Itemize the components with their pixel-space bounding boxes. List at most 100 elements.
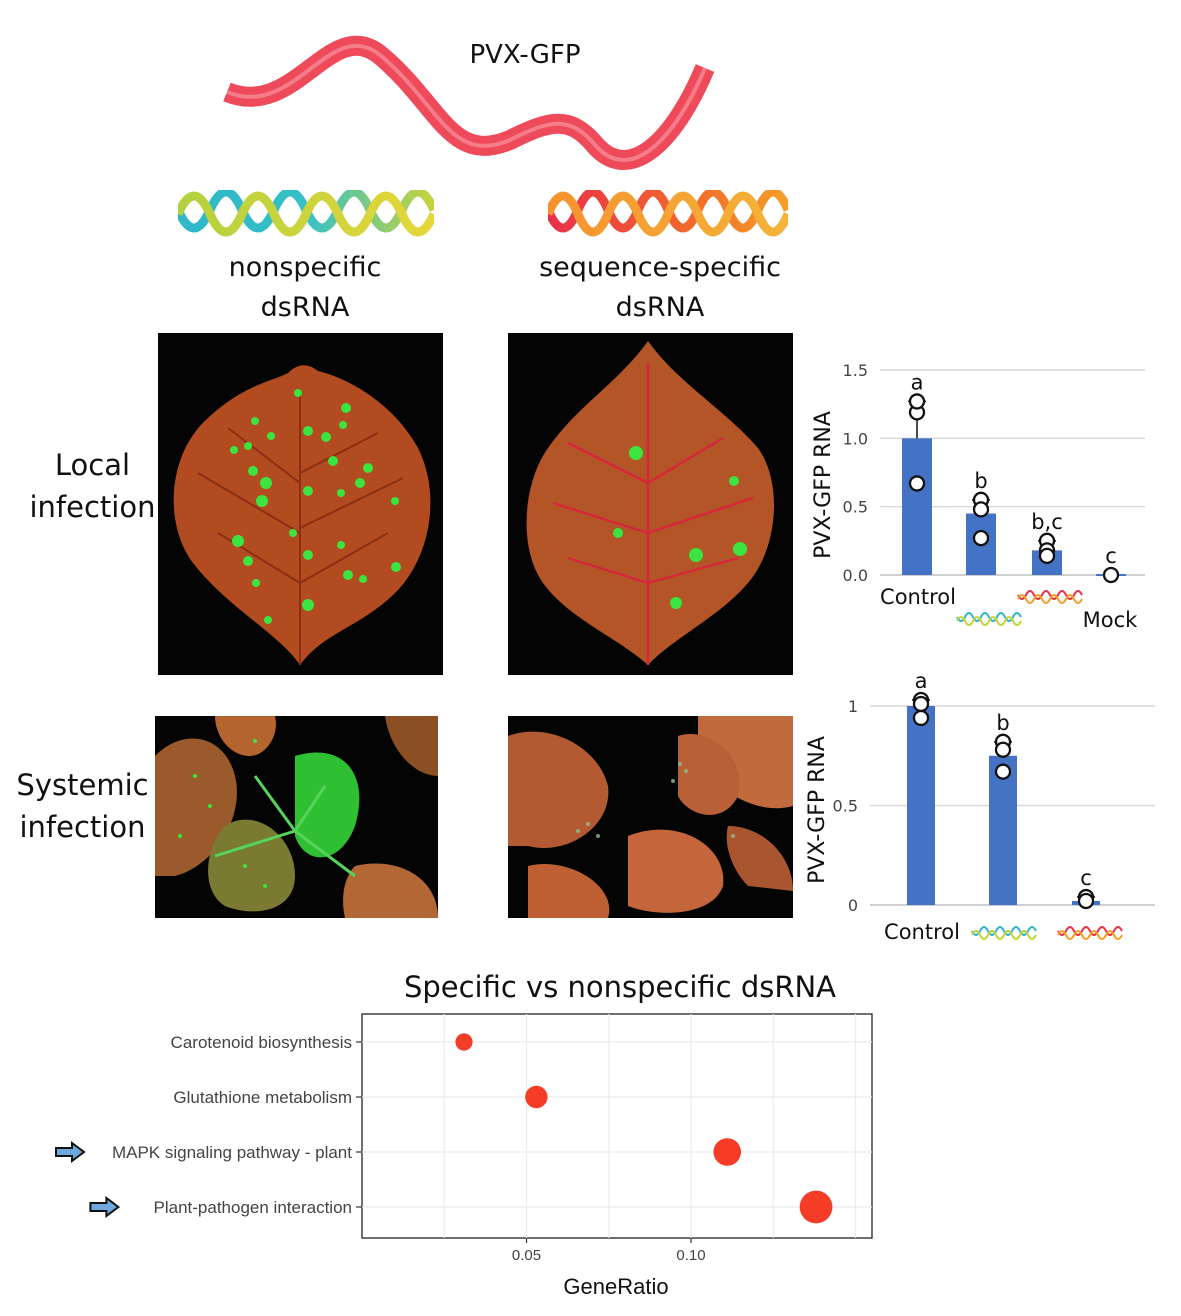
replicate-point bbox=[994, 763, 1012, 780]
significance-letter: a bbox=[911, 370, 924, 394]
bar bbox=[989, 755, 1017, 905]
pvx-gfp-rna-strand bbox=[223, 35, 715, 170]
x-tick-specific-dsrna-icon bbox=[1017, 590, 1083, 604]
virus-label: PVX-GFP bbox=[469, 40, 581, 70]
pathway-label: Glutathione metabolism bbox=[173, 1088, 352, 1107]
leaf bbox=[678, 734, 740, 815]
x-tick-label: Control bbox=[880, 585, 956, 609]
leaf bbox=[726, 826, 793, 891]
replicate-point bbox=[972, 501, 990, 518]
col-label-specific: sequence-specific dsRNA bbox=[515, 248, 805, 328]
plant-photo-systemic-nonspecific bbox=[155, 716, 438, 918]
col-label-line2: dsRNA bbox=[615, 292, 705, 323]
y-tick-label: 0 bbox=[848, 896, 858, 915]
significance-letter: c bbox=[1105, 544, 1117, 568]
significance-letter: c bbox=[1080, 866, 1092, 890]
row-label-line2: infection bbox=[19, 810, 146, 844]
enrichment-dot bbox=[713, 1138, 742, 1166]
leaf bbox=[343, 863, 438, 918]
enrichment-dot bbox=[799, 1190, 833, 1224]
gfp-spots bbox=[178, 739, 267, 888]
pathway-label: Plant-pathogen interaction bbox=[154, 1198, 352, 1217]
bar-chart-local-svg: 0.0 0.5 1.0 1.5 a b b,c c PVX-GFP RNA Control M… bbox=[811, 361, 1145, 632]
leaf-photo-local-specific bbox=[508, 333, 793, 675]
row-label-line1: Systemic bbox=[16, 768, 149, 802]
y-tick-label: 0.5 bbox=[833, 797, 858, 816]
y-tick-label: 0.5 bbox=[843, 498, 868, 517]
y-tick-label: 1 bbox=[848, 697, 858, 716]
row-label-systemic: Systemic infection bbox=[10, 764, 155, 848]
replicate-point bbox=[1038, 547, 1056, 565]
replicate-point bbox=[1077, 892, 1095, 910]
gfp-foci bbox=[230, 389, 401, 624]
stems bbox=[214, 775, 356, 878]
bar bbox=[907, 706, 935, 905]
leaf bbox=[508, 731, 609, 848]
replicate-point bbox=[972, 529, 990, 547]
leaf bbox=[628, 829, 724, 913]
x-tick-label: Control bbox=[884, 920, 960, 944]
significance-letter: b bbox=[974, 469, 987, 493]
leaf bbox=[528, 864, 610, 918]
bar-chart-systemic: 0 0.5 1 a b c PVX-GFP RNA Control bbox=[800, 665, 1170, 955]
highlight-arrow-icon bbox=[89, 1196, 121, 1218]
x-tick-label: 0.10 bbox=[676, 1247, 705, 1264]
x-tick-nonspecific-dsrna-icon bbox=[971, 926, 1037, 940]
leaf-photo-local-nonspecific bbox=[158, 333, 443, 675]
significance-letter: b,c bbox=[1031, 510, 1063, 534]
row-label-line2: infection bbox=[29, 490, 156, 524]
leaf-veins bbox=[197, 393, 404, 665]
soil-speckles bbox=[576, 762, 735, 838]
x-tick-label: 0.05 bbox=[512, 1247, 541, 1264]
x-axis-label: GeneRatio bbox=[563, 1274, 668, 1299]
replicate-point bbox=[912, 695, 930, 713]
plant-photo-systemic-specific bbox=[508, 716, 793, 918]
significance-letter: b bbox=[996, 711, 1009, 735]
leaf bbox=[208, 819, 295, 912]
col-label-line1: sequence-specific bbox=[539, 252, 781, 283]
bar-chart-systemic-svg: 0 0.5 1 a b c PVX-GFP RNA Control bbox=[805, 669, 1155, 944]
replicate-point bbox=[908, 393, 926, 410]
replicate-point bbox=[912, 709, 930, 727]
col-label-line2: dsRNA bbox=[260, 292, 350, 323]
x-tick-label: Mock bbox=[1083, 608, 1139, 632]
bar bbox=[902, 438, 932, 575]
rna-ribbon-highlight bbox=[226, 43, 707, 162]
gfp-foci bbox=[613, 446, 747, 609]
enrichment-dot bbox=[525, 1085, 548, 1109]
pathway-label: Carotenoid biosynthesis bbox=[171, 1033, 352, 1052]
leaf bbox=[215, 716, 276, 756]
y-tick-label: 1.0 bbox=[843, 429, 868, 448]
dot-plot-title: Specific vs nonspecific dsRNA bbox=[403, 970, 837, 1004]
y-axis-label: PVX-GFP RNA bbox=[805, 736, 830, 884]
leaf-blade bbox=[173, 365, 431, 665]
specific-dsrna-helix-icon bbox=[548, 190, 788, 237]
highlight-arrow-icon bbox=[55, 1141, 86, 1163]
y-tick-label: 1.5 bbox=[843, 361, 868, 380]
bar-chart-local: 0.0 0.5 1.0 1.5 a b b,c c PVX-GFP RNA Control M… bbox=[800, 355, 1170, 655]
y-tick-label: 0.0 bbox=[843, 566, 868, 585]
significance-letter: a bbox=[915, 669, 928, 693]
leaf-veins bbox=[552, 363, 754, 665]
helix-strand-b bbox=[178, 191, 434, 237]
x-tick-specific-dsrna-icon bbox=[1057, 926, 1123, 940]
enrichment-dot bbox=[455, 1033, 473, 1051]
leaf bbox=[385, 716, 438, 776]
replicate-point bbox=[1102, 566, 1120, 584]
pathway-label: MAPK signaling pathway - plant bbox=[112, 1143, 352, 1162]
plot-panel bbox=[361, 1013, 873, 1239]
x-tick-nonspecific-dsrna-icon bbox=[956, 612, 1022, 626]
nonspecific-dsrna-helix-icon bbox=[178, 190, 434, 237]
leaf-blade bbox=[526, 341, 775, 665]
y-axis-label: PVX-GFP RNA bbox=[811, 411, 836, 559]
row-label-line1: Local bbox=[54, 448, 131, 482]
leaf-infected bbox=[295, 752, 360, 858]
row-label-local: Local infection bbox=[20, 444, 165, 528]
helix-strand-b bbox=[548, 191, 788, 237]
col-label-nonspecific: nonspecific dsRNA bbox=[175, 248, 435, 328]
col-label-line1: nonspecific bbox=[228, 252, 382, 283]
replicate-point bbox=[908, 475, 926, 492]
replicate-point bbox=[994, 741, 1012, 758]
